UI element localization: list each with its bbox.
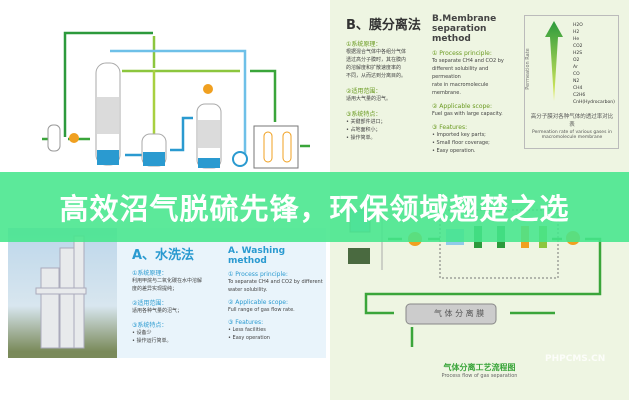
washing-process-diagram bbox=[0, 0, 330, 200]
gas-label: H2 bbox=[573, 30, 580, 35]
section-line: • Small floor coverage; bbox=[432, 140, 490, 146]
section-line: 利用甲烷与二氧化碳在水中溶解 bbox=[132, 278, 203, 284]
section-line: rate in macromolecule membrane. bbox=[432, 82, 489, 96]
section-heading: ② Applicable scope: bbox=[228, 299, 289, 306]
section-heading: ① Process principle: bbox=[228, 271, 288, 278]
section-line: Full range of gas flow rate. bbox=[228, 307, 295, 313]
gas-label: CnH(Hydrocarbon) bbox=[573, 100, 615, 105]
membrane-module-label: 气 体 分 离 膜 bbox=[434, 309, 485, 318]
gas-label: Ar bbox=[573, 65, 578, 70]
banner-title: 高效沼气脱硫先锋，环保领域翘楚之选 bbox=[59, 192, 570, 226]
section-line: 适用各种气量的沼气； bbox=[132, 308, 183, 314]
gas-label: H2O bbox=[573, 23, 583, 28]
section-line: 透过高分子膜时，其在膜内 bbox=[346, 57, 407, 63]
washing-title-en: A. Washing method bbox=[228, 246, 286, 266]
section-line: • 设备少 bbox=[132, 330, 152, 336]
section-line: • 操作简单。 bbox=[346, 135, 376, 141]
gas-label: C2H6 bbox=[573, 93, 586, 98]
section-line: To separate CH4 and CO2 by different bbox=[228, 279, 323, 285]
section-heading: ②适用范围： bbox=[132, 300, 168, 307]
section-heading: ③ Features: bbox=[228, 319, 264, 326]
washing-title-cn: A、水洗法 bbox=[132, 248, 195, 263]
gas-label: He bbox=[573, 37, 580, 42]
section-line: • Imported key parts; bbox=[432, 132, 486, 138]
section-line: • 操作运行简单。 bbox=[132, 338, 172, 344]
washing-flow-svg bbox=[42, 31, 310, 169]
gas-label: CO bbox=[573, 72, 580, 77]
flow-title-cn: 气体分离工艺流程图 bbox=[443, 363, 516, 372]
gas-label: N2 bbox=[573, 79, 580, 84]
membrane-title-cn: B、膜分离法 bbox=[346, 18, 421, 33]
section-heading: ③ Features: bbox=[432, 124, 468, 131]
gas-label: CO2 bbox=[573, 44, 583, 49]
section-line: • 关键部件进口； bbox=[346, 119, 386, 125]
chart-caption-cn: 高分子膜对各种气体的透过率对比表 bbox=[530, 114, 614, 128]
section-line: Fuel gas with large capacity. bbox=[432, 111, 503, 117]
section-line: • Easy operation. bbox=[432, 148, 476, 154]
section-line: water solubility. bbox=[228, 287, 268, 293]
membrane-title-en: B.Membrane separation method bbox=[432, 14, 497, 44]
section-line: 度的差异实现提纯； bbox=[132, 286, 178, 292]
section-line: 根据混合气体中各组分气体 bbox=[346, 49, 407, 55]
title-banner: 高效沼气脱硫先锋，环保领域翘楚之选 bbox=[0, 172, 629, 242]
gas-label: O2 bbox=[573, 58, 580, 63]
section-line: different solubility and permeation bbox=[432, 66, 489, 80]
permeation-axis-label: Permeation Rate bbox=[524, 48, 531, 90]
gas-label: CH4 bbox=[573, 86, 583, 91]
permeation-arrow bbox=[545, 21, 563, 101]
section-heading: ②适用范围： bbox=[346, 88, 382, 95]
chart-caption-en: Permeation rate of various gases in macr… bbox=[532, 130, 612, 140]
section-line: To separate CH4 and CO2 by bbox=[432, 58, 504, 64]
plant-photo bbox=[8, 228, 117, 358]
flow-title-en: Process flow of gas separation bbox=[441, 373, 518, 379]
section-heading: ③系统特点： bbox=[132, 322, 168, 329]
section-line: • Easy operation bbox=[228, 335, 270, 341]
section-line: • Less facilities bbox=[228, 327, 266, 333]
section-heading: ② Applicable scope: bbox=[432, 103, 493, 110]
section-line: 适用大气量的沼气。 bbox=[346, 96, 392, 102]
membrane-panel: B、膜分离法 ①系统原理：根据混合气体中各组分气体透过高分子膜时，其在膜内的溶解… bbox=[330, 0, 629, 200]
section-line: • 占地面积小； bbox=[346, 127, 381, 133]
section-line: 不同，从而达到分离目的。 bbox=[346, 73, 407, 79]
section-heading: ①系统原理： bbox=[132, 270, 168, 277]
section-heading: ③系统特点： bbox=[346, 111, 382, 118]
section-heading: ①系统原理： bbox=[346, 41, 382, 48]
section-line: 的溶解度和扩散速度率的 bbox=[346, 65, 402, 71]
gas-label: H2S bbox=[573, 51, 583, 56]
section-heading: ① Process principle: bbox=[432, 50, 492, 57]
watermark: PHPCMS.CN bbox=[545, 354, 606, 364]
